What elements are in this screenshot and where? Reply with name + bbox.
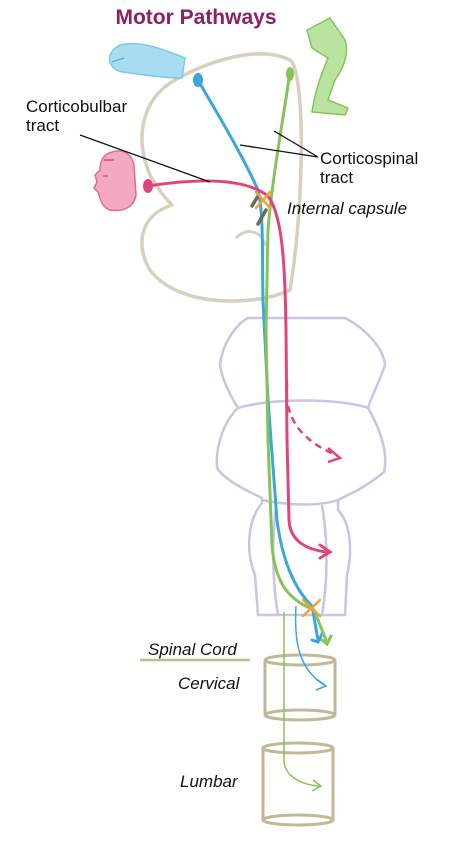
page-title: Motor Pathways — [115, 6, 276, 29]
corticospinal-arm-path — [196, 78, 324, 644]
corticospinal-leg-path — [264, 70, 333, 647]
corticobulbar-label-line2: tract — [26, 116, 59, 135]
corticospinal-leader-line-leg — [273, 130, 319, 158]
lateral-ventricle — [234, 230, 268, 247]
leg-lumbar-arrowhead — [311, 779, 323, 792]
lumbar-cord-segment — [261, 741, 335, 827]
leg-icon — [306, 17, 349, 116]
brainstem-outline — [215, 316, 387, 617]
corticospinal-label-line1: Corticospinal — [320, 149, 418, 168]
synapse-mark-capsule — [254, 190, 272, 210]
cervical-label: Cervical — [178, 674, 241, 693]
corticobulbar-dashed-branch — [285, 382, 339, 458]
internal-capsule-marks — [250, 194, 268, 226]
lumbar-label: Lumbar — [180, 772, 239, 791]
decussation-mark-medulla — [301, 598, 322, 618]
corticobulbar-path — [146, 179, 333, 560]
spinal-cord-label: Spinal Cord — [148, 640, 237, 659]
arm-cervical-branch — [294, 605, 327, 687]
face-cortex-neuron — [143, 179, 153, 193]
brain-outline — [140, 52, 303, 303]
arm-cortex-neuron — [193, 73, 203, 87]
arm-icon — [108, 42, 186, 79]
internal-capsule-label: Internal capsule — [287, 199, 407, 218]
corticobulbar-dashed-arrowhead — [327, 447, 343, 464]
leg-lumbar-branch — [283, 612, 321, 787]
leg-cortex-neuron — [286, 67, 294, 81]
corticobulbar-leader-line — [79, 134, 211, 183]
corticobulbar-label-line1: Corticobulbar — [26, 97, 127, 116]
cervical-cord-segment — [263, 653, 337, 722]
arm-cervical-arrowhead — [315, 679, 328, 691]
corticospinal-leader-line-arm — [239, 144, 319, 158]
face-icon — [93, 150, 137, 212]
corticospinal-label-line2: tract — [320, 168, 353, 187]
